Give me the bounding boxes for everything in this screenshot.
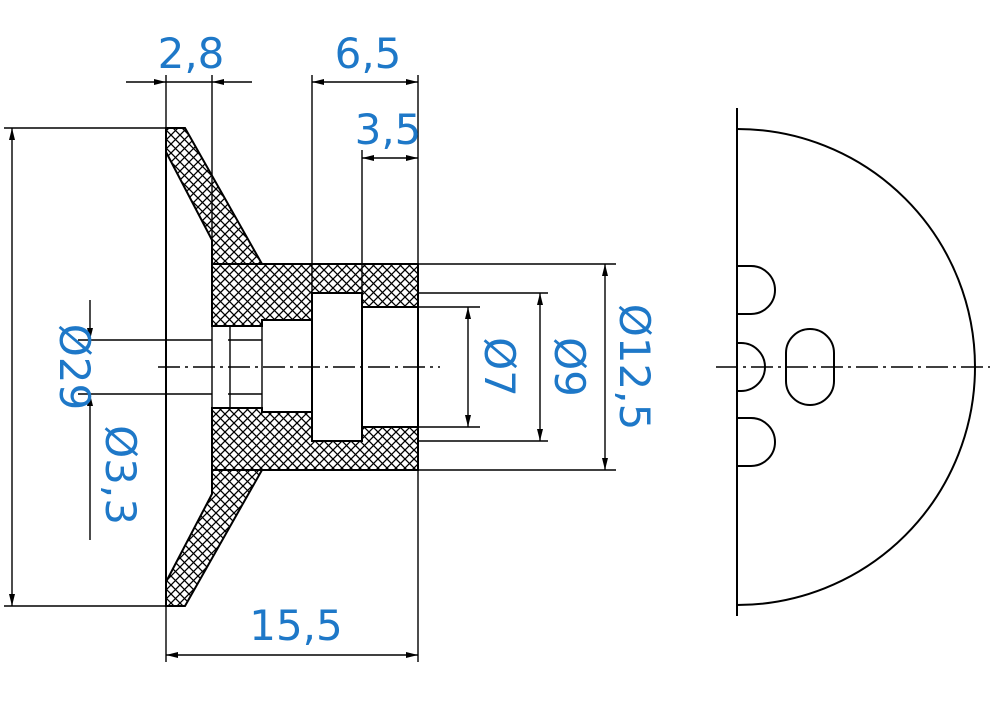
dim-outer-diameter: Ø29: [50, 324, 99, 411]
side-slot-top: [737, 265, 776, 315]
dim-bore-depth: 6,5: [335, 29, 402, 78]
dimension-labels: 2,8 6,5 3,5 15,5 Ø29 Ø3,3 Ø7 Ø9 Ø12,5: [50, 29, 659, 650]
dim-bore-small: Ø7: [475, 337, 524, 397]
section-view: [158, 127, 440, 607]
dim-inner-step: 3,5: [355, 105, 422, 154]
side-view: [716, 108, 990, 616]
dim-overall-length: 15,5: [249, 601, 343, 650]
dim-hole-diameter: Ø3,3: [96, 425, 145, 525]
lower-lip-section: [165, 469, 264, 607]
dim-bore-large: Ø9: [545, 337, 594, 397]
dimension-lines: [9, 79, 608, 658]
upper-lip-section: [165, 127, 264, 265]
dim-lip-thickness: 2,8: [158, 29, 225, 78]
upper-hub-section: [211, 263, 419, 327]
lower-hub-section: [211, 407, 419, 471]
side-slot-bottom: [737, 417, 776, 467]
dim-hub-diameter: Ø12,5: [610, 304, 659, 431]
extension-lines: [4, 75, 616, 662]
